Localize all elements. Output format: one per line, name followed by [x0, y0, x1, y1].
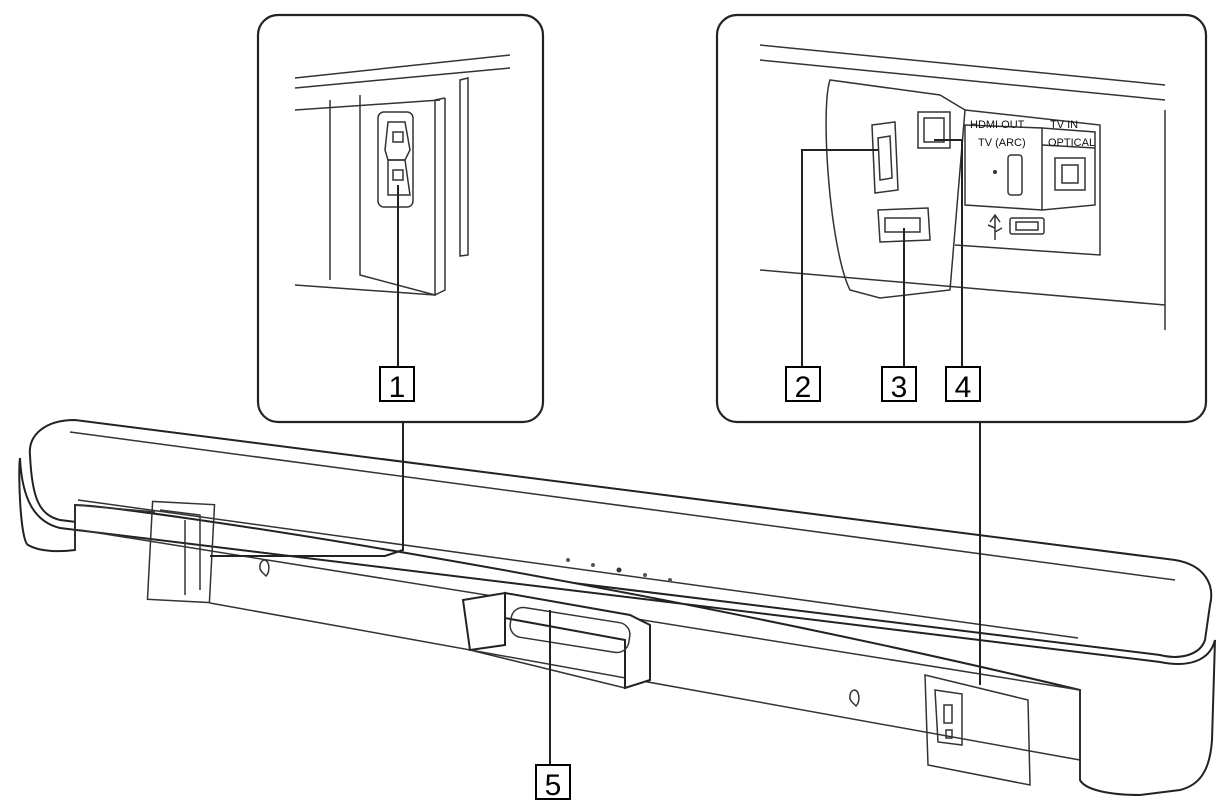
- callout-label-4: 4: [955, 371, 972, 404]
- optical-port-icon: [917, 111, 951, 149]
- left-callout-panel: 1: [256, 13, 545, 424]
- callout-label-5: 5: [545, 769, 562, 802]
- left-detail-marker: [146, 500, 216, 604]
- optical-label: OPTICAL: [1048, 137, 1095, 149]
- callout-label-3: 3: [891, 371, 908, 404]
- wall-bracket-slot: [461, 591, 651, 690]
- usb-port-icon: [877, 207, 931, 243]
- ac-inlet-icon: [377, 111, 414, 208]
- hdmi-port-icon: [871, 121, 899, 194]
- usb-symbol-icon: [987, 213, 1003, 240]
- left-connector-line: [210, 422, 404, 557]
- right-callout-panel: HDMI OUT TV (ARC) TV IN OPTICAL 2 3 4: [715, 13, 1208, 424]
- tv-in-label: TV IN: [1050, 119, 1078, 131]
- right-detail-marker: [924, 674, 1031, 786]
- wall-mount-hole-icon: [259, 559, 860, 708]
- indicator-dots: [566, 558, 672, 582]
- callout-label-1: 1: [389, 371, 406, 404]
- soundbar-body: [18, 418, 1216, 797]
- callout-label-2: 2: [795, 371, 812, 404]
- hdmi-out-label: HDMI OUT: [970, 119, 1025, 131]
- tv-arc-label: TV (ARC): [978, 137, 1026, 149]
